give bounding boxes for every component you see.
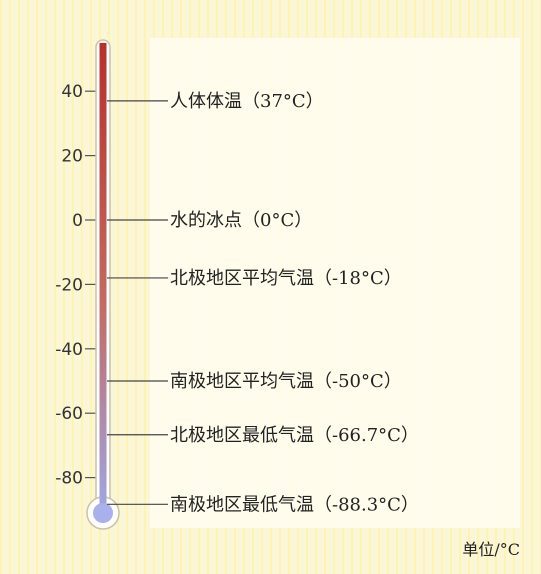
scale-tick-label: -40 — [55, 340, 83, 360]
marker-label: 南极地区最低气温（-88.3°C） — [170, 494, 419, 515]
scale-ticks: 40 20 0 -20 -40 -60 -80 — [55, 82, 97, 489]
marker-label: 水的冰点（0°C） — [170, 210, 312, 231]
scale-tick-label: 0 — [72, 211, 83, 231]
marker-label: 南极地区平均气温（-50°C） — [170, 371, 402, 392]
marker-label: 北极地区最低气温（-66.7°C） — [170, 425, 419, 446]
markers: 人体体温（37°C） 水的冰点（0°C） 北极地区平均气温（-18°C） 南极地区平均… — [107, 91, 419, 515]
scale-tick-label: -20 — [55, 275, 83, 295]
marker-label: 人体体温（37°C） — [170, 91, 324, 112]
scale-tick-label: 40 — [61, 82, 83, 102]
label-panel — [150, 38, 520, 528]
thermometer — [86, 39, 120, 530]
scale-tick-label: -80 — [55, 469, 83, 489]
liquid-column — [99, 42, 107, 514]
thermometer-bulb — [93, 503, 113, 523]
unit-label: 单位/°C — [462, 540, 520, 559]
scale-tick-label: -60 — [55, 404, 83, 424]
scale-tick-label: 20 — [61, 147, 83, 167]
marker-label: 北极地区平均气温（-18°C） — [170, 268, 402, 289]
